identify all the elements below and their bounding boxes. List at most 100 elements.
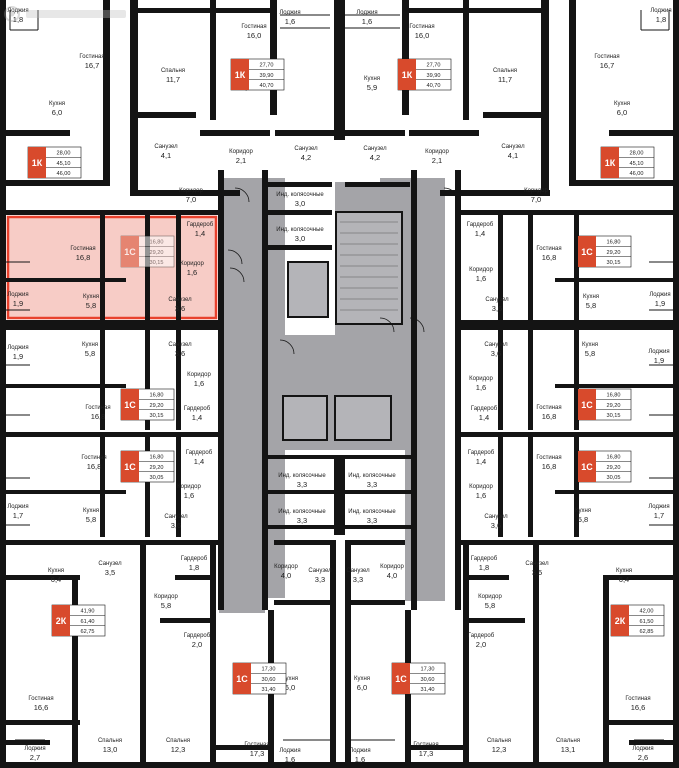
room-name: Гостиная <box>85 405 110 411</box>
room-name: Коридор <box>177 484 201 490</box>
wall <box>555 490 673 494</box>
wall <box>345 130 405 136</box>
apartment-area-value: 17,30 <box>421 667 435 673</box>
room-area: 3,3 <box>297 516 307 525</box>
room-name: Инд. колясочные <box>278 473 326 479</box>
wall <box>160 618 216 623</box>
room-name: Коридор <box>180 261 204 267</box>
wall <box>6 210 221 215</box>
room-area: 3,3 <box>367 480 377 489</box>
room-area: 6,0 <box>617 108 627 117</box>
room-name: Инд. колясочные <box>348 509 396 515</box>
wall <box>345 540 405 545</box>
room-name: Коридор <box>524 188 548 194</box>
room-area: 1,6 <box>184 491 194 500</box>
wall <box>455 170 461 610</box>
room-area: 2,1 <box>432 156 442 165</box>
wall <box>574 330 579 430</box>
core-area <box>265 335 415 385</box>
room-name: Гостиная <box>241 24 266 30</box>
room-name: Гардероб <box>467 222 494 228</box>
badge-type-box <box>578 236 596 267</box>
room-name: Лоджия <box>349 748 370 754</box>
room-name: Лоджия <box>648 504 669 510</box>
room-area: 7,0 <box>531 195 541 204</box>
wall <box>262 245 332 250</box>
room-name: Лоджия <box>632 746 653 752</box>
room-area: 12,3 <box>492 745 507 754</box>
wall <box>133 8 273 13</box>
wall <box>176 210 181 320</box>
wall <box>262 170 268 610</box>
room-name: Спальня <box>493 68 517 74</box>
room-name: Гардероб <box>468 633 495 639</box>
apartment-area-value: 16,80 <box>150 455 164 461</box>
wall <box>0 0 6 768</box>
wall <box>275 130 335 136</box>
room-name: Гардероб <box>181 556 208 562</box>
room-area: 1,6 <box>187 268 197 277</box>
door-swing <box>279 339 295 355</box>
room-area: 5,8 <box>86 515 96 524</box>
door-swing <box>409 317 425 333</box>
wall <box>528 437 533 537</box>
room-name: Санузел <box>363 146 387 152</box>
elevator-shaft <box>334 395 392 441</box>
room-name: Гардероб <box>471 556 498 562</box>
room-name: Санузел <box>168 297 192 303</box>
apartment-area-value: 27,70 <box>427 63 441 69</box>
room-area: 3,5 <box>105 568 115 577</box>
wall <box>6 490 126 494</box>
apartment-area-value: 30,60 <box>421 677 435 683</box>
room-name: Гостиная <box>244 742 269 748</box>
apartment-type: 2К <box>56 616 67 626</box>
room-name: Гардероб <box>471 406 498 412</box>
apartment-type: 1С <box>236 674 248 684</box>
wall <box>6 278 126 282</box>
room-name: Коридор <box>425 149 449 155</box>
wall <box>555 384 673 388</box>
room-name: Спальня <box>161 68 185 74</box>
room-name: Спальня <box>556 738 580 744</box>
apartment-type: 1С <box>581 400 593 410</box>
door-swing <box>443 187 459 203</box>
room-area: 13,0 <box>103 745 118 754</box>
room-name: Лоджия <box>356 10 377 16</box>
room-area: 1,9 <box>655 299 665 308</box>
room-area: 5,8 <box>586 301 596 310</box>
wall <box>0 180 110 186</box>
apartment-area-value: 16,80 <box>607 240 621 246</box>
wall <box>528 330 533 430</box>
room-area: 3,6 <box>491 349 501 358</box>
room-area: 5,8 <box>85 349 95 358</box>
wall <box>458 540 673 545</box>
wall <box>176 330 181 430</box>
room-area: 1,7 <box>654 511 664 520</box>
wall <box>274 540 334 545</box>
room-area: 16,8 <box>542 412 557 421</box>
room-name: Гостиная <box>70 246 95 252</box>
room-area: 1,6 <box>476 383 486 392</box>
selected-apartment-outline <box>6 215 218 320</box>
room-name: Кухня <box>575 508 591 514</box>
room-name: Кухня <box>83 294 99 300</box>
wall <box>569 180 679 186</box>
room-area: 2,6 <box>638 753 648 762</box>
elevator-shaft <box>287 261 329 318</box>
room-name: Санузел <box>525 561 549 567</box>
room-area: 16,8 <box>76 253 91 262</box>
